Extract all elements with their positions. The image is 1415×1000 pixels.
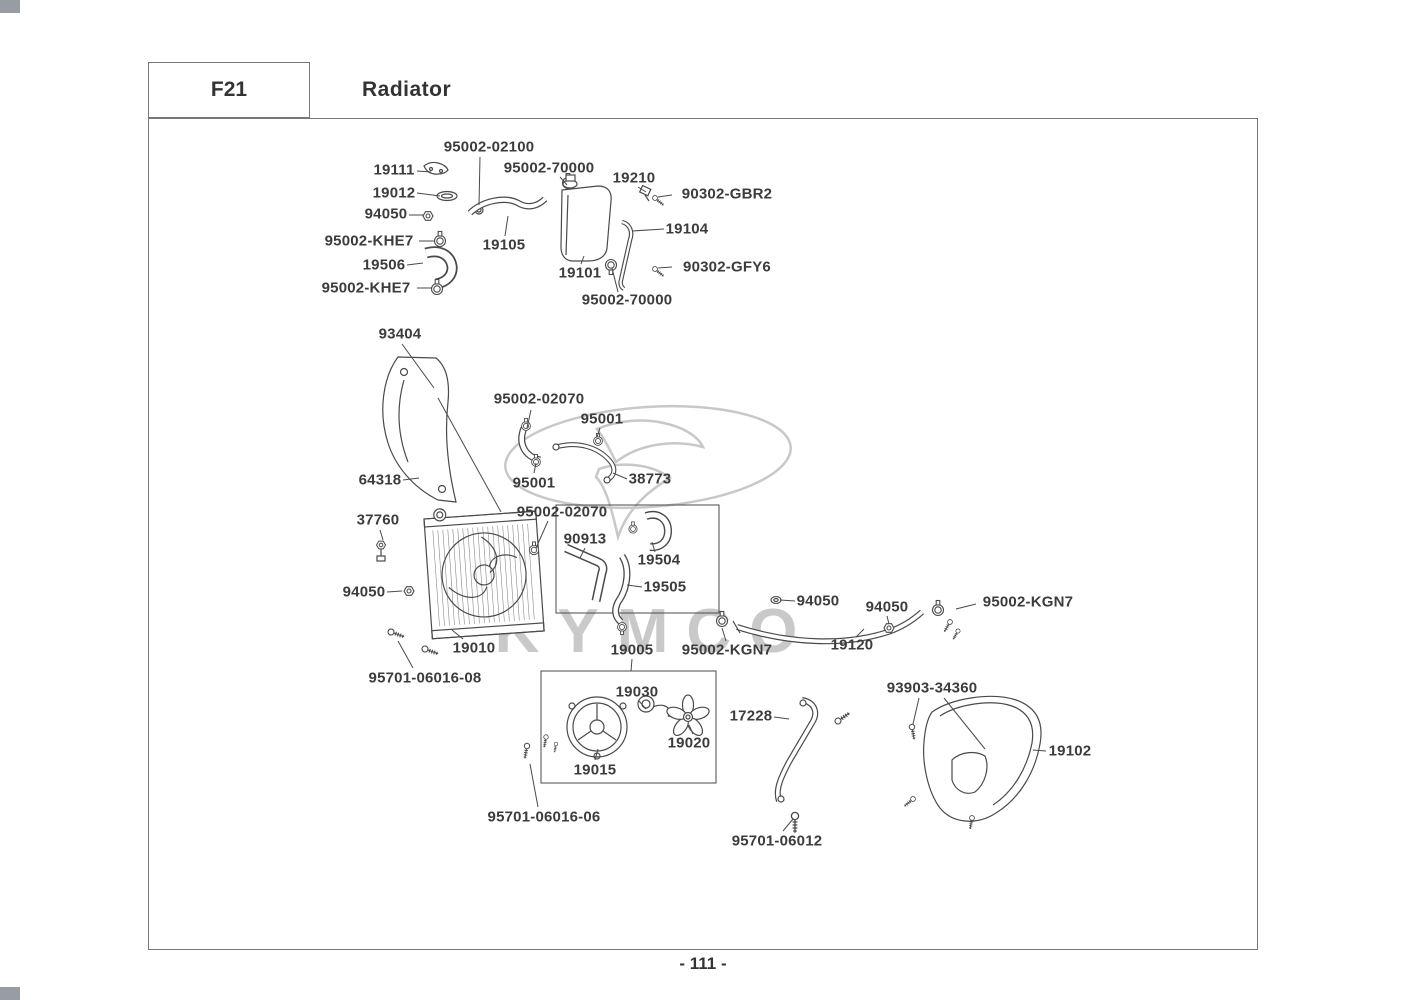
corner-registration-mark	[0, 0, 20, 13]
kymco-watermark-logo	[504, 404, 792, 542]
section-code: F21	[210, 78, 248, 101]
section-code-box: F21	[148, 62, 310, 118]
page-title: Radiator	[362, 78, 452, 101]
part-drawings	[375, 161, 1042, 834]
page-number: - 111 -	[679, 954, 727, 973]
corner-registration-mark	[0, 987, 20, 1000]
leader-lines	[379, 156, 1047, 832]
diagram-frame	[148, 118, 1258, 950]
